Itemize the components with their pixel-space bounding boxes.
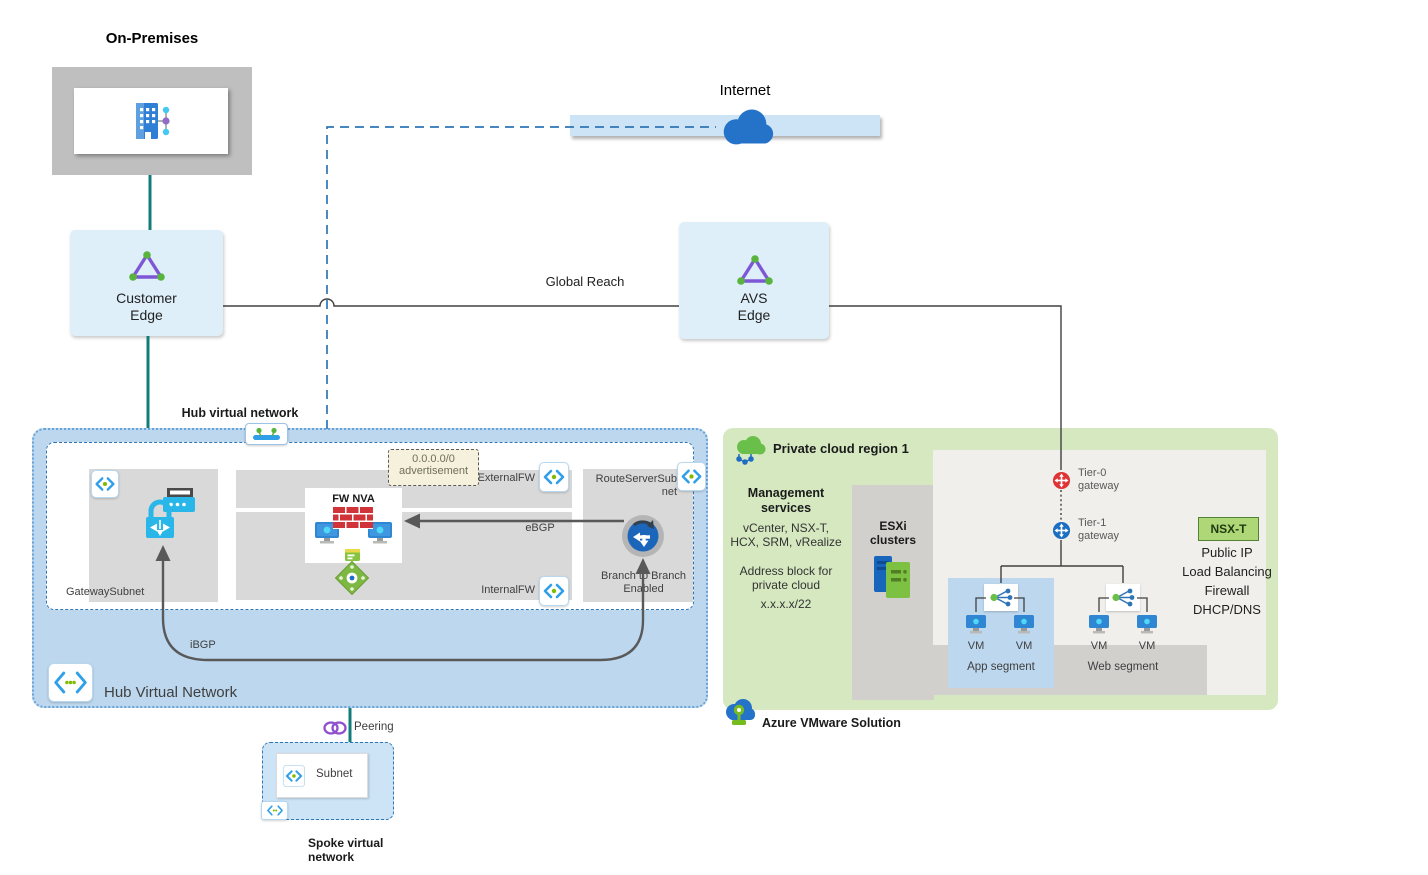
nsxt-feature: Public IP <box>1201 545 1253 560</box>
ibgp-label: iBGP <box>190 639 216 651</box>
internal-fw-label: InternalFW <box>481 584 535 596</box>
route-server-subnet-label: RouteServerSub net <box>595 473 677 498</box>
esxi-servers-icon <box>872 554 914 602</box>
subnet-icon <box>91 470 119 498</box>
address-block-label: Address block for private cloud <box>739 564 833 593</box>
customer-edge-label: Customer Edge <box>116 290 177 323</box>
segment-icon <box>984 584 1018 611</box>
private-cloud-title: Private cloud region 1 <box>773 441 909 456</box>
esxi-clusters-label: ESXi clusters <box>869 519 917 548</box>
tier0-gateway-icon <box>1052 471 1071 490</box>
advertisement-callout: 0.0.0.0/0 advertisement <box>388 449 479 486</box>
hub-gateway-edge-icon <box>245 423 288 445</box>
load-balancer-icon <box>333 548 371 598</box>
gateway-subnet-label: GatewaySubnet <box>66 586 145 598</box>
private-cloud-icon <box>731 434 767 466</box>
nsxt-features-list: Public IP Load Balancing Firewall DHCP/D… <box>1155 543 1299 619</box>
hub-footer-label: Hub Virtual Network <box>104 684 238 701</box>
internet-cloud-icon <box>715 104 777 148</box>
vpn-gateway-icon <box>141 488 197 546</box>
expressroute-triangle-icon <box>736 252 774 288</box>
vm-label: VM <box>1090 640 1108 652</box>
subnet-icon <box>539 576 569 606</box>
peering-icon <box>322 719 348 737</box>
segment-icon <box>1106 584 1140 611</box>
firewall-brick-icon <box>333 507 373 529</box>
route-server-icon <box>617 510 669 562</box>
vm-monitor-icon <box>367 521 393 546</box>
customer-edge-node: Customer Edge <box>70 230 223 336</box>
management-products: vCenter, NSX-T, HCX, SRM, vRealize <box>730 521 842 550</box>
tier0-gateway-label: Tier-0 gateway <box>1078 467 1119 492</box>
spoke-title: Spoke virtual network <box>308 836 384 865</box>
subnet-icon <box>677 462 706 491</box>
onprem-title: On-Premises <box>105 30 199 47</box>
vm-label: VM <box>1015 640 1033 652</box>
avs-footer-label: Azure VMware Solution <box>762 716 901 730</box>
nsxt-badge: NSX-T <box>1198 517 1259 541</box>
vm-icon <box>965 614 987 635</box>
tier1-gateway-label: Tier-1 gateway <box>1078 517 1119 542</box>
nsxt-feature: DHCP/DNS <box>1193 602 1261 617</box>
hub-title: Hub virtual network <box>181 406 299 420</box>
building-icon <box>128 100 174 142</box>
vm-icon <box>1013 614 1035 635</box>
ebgp-label: eBGP <box>525 522 555 534</box>
fw-nva-label: FW NVA <box>332 493 375 505</box>
web-segment-label: Web segment <box>1087 661 1159 673</box>
app-segment-label: App segment <box>967 661 1035 673</box>
spoke-subnet-label: Subnet <box>316 768 353 780</box>
vm-label: VM <box>967 640 985 652</box>
peering-label: Peering <box>354 721 394 733</box>
nsxt-feature: Load Balancing <box>1182 564 1272 579</box>
tier1-gateway-icon <box>1052 521 1071 540</box>
branch-to-branch-label: Branch to Branch Enabled <box>601 570 686 595</box>
azure-vmware-solution-icon <box>722 697 756 731</box>
expressroute-triangle-icon <box>128 248 166 284</box>
subnet-icon <box>539 462 569 492</box>
global-reach-label: Global Reach <box>545 274 625 289</box>
vm-icon <box>1088 614 1110 635</box>
subnet-icon <box>283 765 305 787</box>
external-fw-label: ExternalFW <box>477 472 535 484</box>
avs-edge-label: AVS Edge <box>737 290 771 323</box>
internet-label: Internet <box>719 82 771 99</box>
virtual-network-icon <box>48 663 93 702</box>
management-services-title: Management services <box>747 486 825 515</box>
virtual-network-icon <box>261 801 288 820</box>
avs-edge-node: AVS Edge <box>679 222 829 339</box>
global-reach-line <box>223 298 679 307</box>
vm-label: VM <box>1138 640 1156 652</box>
cidr-label: x.x.x.x/22 <box>760 597 812 611</box>
nsxt-feature: Firewall <box>1204 583 1250 598</box>
vm-icon <box>1136 614 1158 635</box>
